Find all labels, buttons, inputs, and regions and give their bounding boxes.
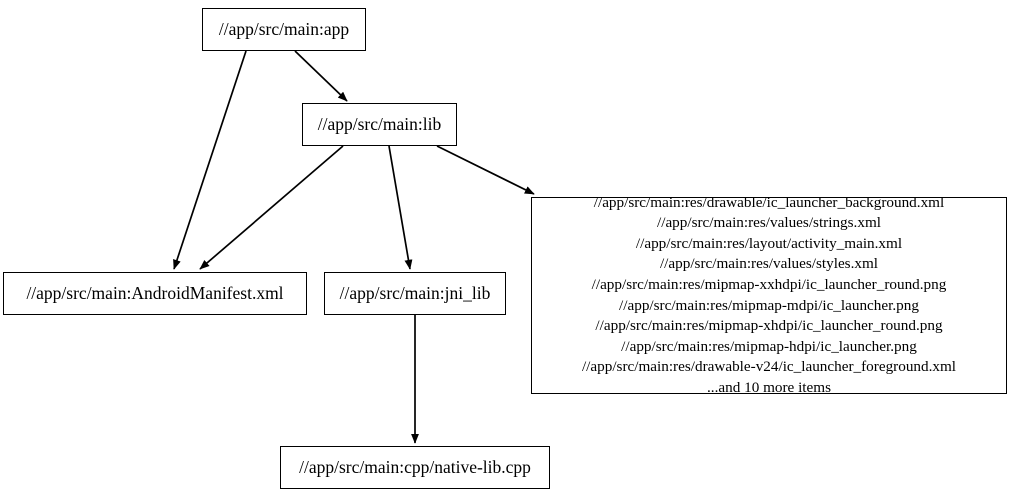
node-app-label: //app/src/main:app (218, 18, 350, 39)
node-android-manifest[interactable]: //app/src/main:AndroidManifest.xml (3, 272, 307, 315)
node-native-lib-cpp[interactable]: //app/src/main:cpp/native-lib.cpp (280, 446, 550, 489)
edge-lib-to-jnilib (388, 145, 413, 270)
edge-lib-to-manifest (199, 145, 344, 270)
node-jni-lib[interactable]: //app/src/main:jni_lib (324, 272, 506, 315)
node-app[interactable]: //app/src/main:app (202, 8, 366, 51)
edge-app-to-manifest (173, 50, 247, 270)
node-native-lib-cpp-label: //app/src/main:cpp/native-lib.cpp (299, 456, 531, 477)
node-jni-lib-label: //app/src/main:jni_lib (339, 282, 491, 303)
node-resources-cluster[interactable]: //app/src/main:res/drawable/ic_launcher_… (531, 194, 1007, 396)
node-lib[interactable]: //app/src/main:lib (302, 103, 457, 146)
edge-lib-to-resources (436, 145, 535, 195)
node-lib-label: //app/src/main:lib (317, 113, 442, 134)
edge-app-to-lib (294, 50, 348, 102)
node-android-manifest-label: //app/src/main:AndroidManifest.xml (26, 282, 284, 303)
node-resources-cluster-label: //app/src/main:res/drawable/ic_launcher_… (581, 193, 957, 396)
